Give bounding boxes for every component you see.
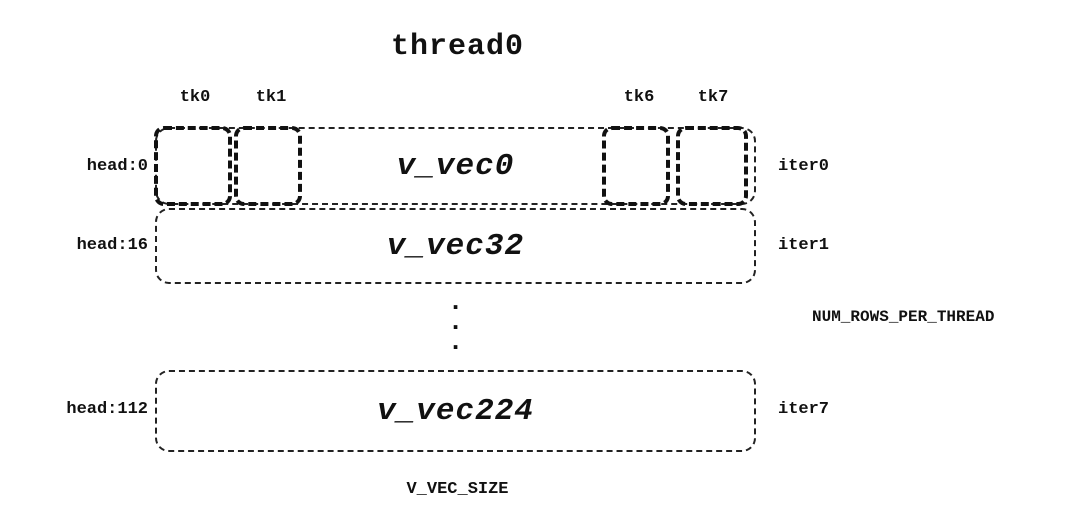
head112-label: head:112 xyxy=(66,400,148,419)
tk6-label: tk6 xyxy=(623,88,655,107)
tk7-label: tk7 xyxy=(697,88,729,107)
v-vec-size-label: V_VEC_SIZE xyxy=(406,480,509,499)
iter1-label: iter1 xyxy=(778,236,830,255)
tk7-box xyxy=(676,126,748,206)
vvec32-row-box: v_vec32 xyxy=(155,208,756,284)
vvec224-row-box: v_vec224 xyxy=(155,370,756,452)
head0-label: head:0 xyxy=(86,157,148,176)
diagram-title: thread0 xyxy=(390,30,525,64)
tk1-box xyxy=(234,126,302,206)
vvec32-label: v_vec32 xyxy=(386,228,525,264)
tk0-label: tk0 xyxy=(179,88,211,107)
num-rows-per-thread-label: NUM_ROWS_PER_THREAD xyxy=(812,308,995,326)
tk6-box xyxy=(602,126,670,206)
head16-label: head:16 xyxy=(76,236,148,255)
iter7-label: iter7 xyxy=(778,400,830,419)
iter0-label: iter0 xyxy=(778,157,830,176)
tk1-label: tk1 xyxy=(255,88,287,107)
vertical-ellipsis: . . . xyxy=(447,287,464,357)
vvec0-label: v_vec0 xyxy=(396,148,515,184)
tk0-box xyxy=(154,126,232,206)
vvec224-label: v_vec224 xyxy=(377,393,534,429)
